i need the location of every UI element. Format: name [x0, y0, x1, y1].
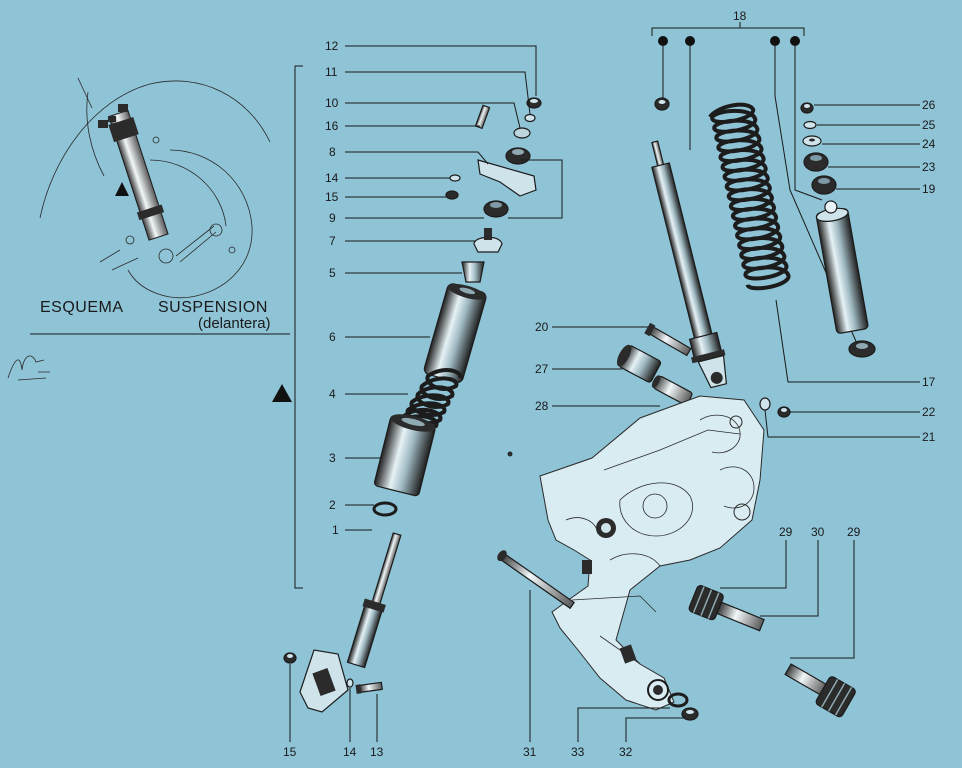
part-label-1: 1: [332, 523, 339, 537]
part-label-4: 4: [329, 387, 336, 401]
part-label-12: 12: [325, 39, 339, 53]
part-label-9: 9: [329, 211, 336, 225]
caption-word-suspension: SUSPENSION: [158, 299, 268, 316]
part-label-29-left: 29: [779, 525, 793, 539]
part-label-7: 7: [329, 234, 336, 248]
artist-signature: [7, 355, 50, 381]
swingarm-leader-lines: [529, 540, 855, 742]
part-label-15-top: 15: [325, 190, 339, 204]
front-spring: [401, 368, 462, 431]
part-label-30: 30: [811, 525, 825, 539]
front-assembly-bracket: [272, 65, 303, 589]
part-label-14-top: 14: [325, 171, 339, 185]
part-label-17: 17: [922, 375, 936, 389]
part-label-28: 28: [535, 399, 549, 413]
part-label-10: 10: [325, 96, 339, 110]
part-label-3: 3: [329, 451, 336, 465]
part-label-23: 23: [922, 160, 936, 174]
part-label-24: 24: [922, 137, 936, 151]
part-label-25: 25: [922, 118, 936, 132]
part-label-29-right: 29: [847, 525, 861, 539]
part-label-11: 11: [325, 65, 338, 79]
front-marker-triangle: [272, 384, 292, 402]
front-leader-lines: [289, 45, 563, 742]
part-label-31: 31: [523, 745, 537, 759]
part-number-labels: 12 11 10 16 8 14 15 9 7 5 6 4 3 2 1 15 1…: [283, 9, 936, 759]
part-label-20: 20: [535, 320, 549, 334]
engine-case-swingarm: [497, 395, 856, 721]
part-label-26: 26: [922, 98, 936, 112]
rear-suspension-parts: [616, 22, 876, 418]
part-label-14-bottom: 14: [343, 745, 357, 759]
part-label-15-bottom: 15: [283, 745, 297, 759]
part-label-27: 27: [535, 362, 549, 376]
caption-word-esquema: ESQUEMA: [40, 299, 124, 316]
part-label-32: 32: [619, 745, 633, 759]
diagram-caption: ESQUEMA SUSPENSION (delantera): [30, 299, 290, 335]
part-label-19: 19: [922, 182, 936, 196]
part-label-13: 13: [370, 745, 384, 759]
part-label-8: 8: [329, 145, 336, 159]
caption-delantera: (delantera): [198, 315, 271, 332]
part-label-2: 2: [329, 498, 336, 512]
part-label-33: 33: [571, 745, 585, 759]
inset-suspension-sketch: [39, 77, 271, 299]
part-label-18: 18: [733, 9, 747, 23]
rear-leader-lines: [552, 104, 920, 438]
part-label-6: 6: [329, 330, 336, 344]
part-label-21: 21: [922, 430, 936, 444]
part-label-5: 5: [329, 266, 336, 280]
front-suspension-parts: [283, 97, 542, 713]
part-label-16: 16: [325, 119, 339, 133]
rear-spring: [708, 102, 791, 291]
part-label-22: 22: [922, 405, 936, 419]
